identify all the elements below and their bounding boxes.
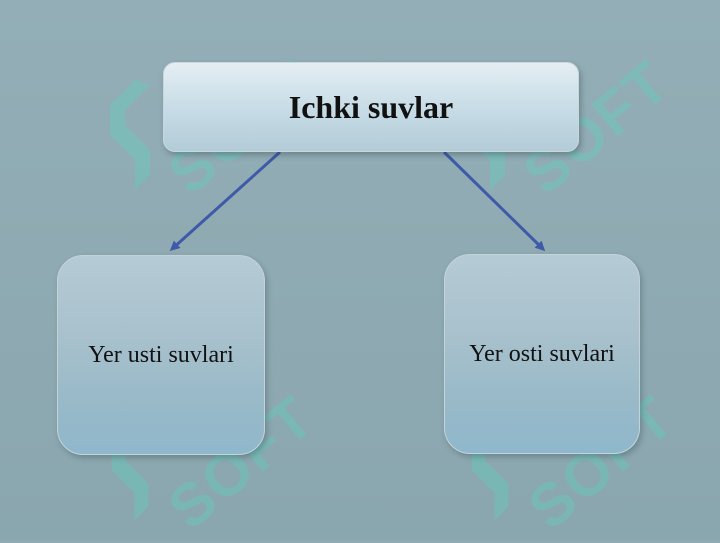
arrow-to-left-child <box>169 150 282 252</box>
root-node-label: Ichki suvlar <box>288 88 454 125</box>
child-node-right: Yer osti suvlari <box>444 254 640 454</box>
child-node-right-label: Yer osti suvlari <box>469 340 615 367</box>
child-node-left: Yer usti suvlari <box>57 255 265 455</box>
arrow-to-right-child <box>442 150 546 252</box>
root-node: Ichki suvlar <box>163 62 579 152</box>
child-node-left-label: Yer usti suvlari <box>88 341 234 368</box>
